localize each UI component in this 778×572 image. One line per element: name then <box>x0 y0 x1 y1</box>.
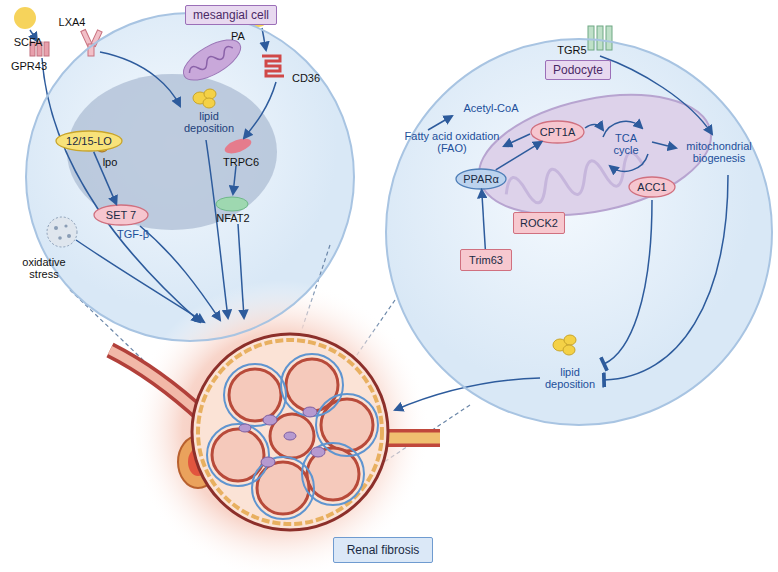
molecule-label: SCFA <box>8 36 48 48</box>
cell-title: Podocyte <box>545 60 611 80</box>
process-label: Fatty acid oxidation (FAO) <box>396 130 508 154</box>
pathway-arrow <box>482 190 486 249</box>
molecule-label: TGF-β <box>112 228 154 240</box>
cell-title: mesangial cell <box>185 5 277 25</box>
process-label: lipid deposition <box>178 110 240 134</box>
protein-label: TRPC6 <box>220 156 262 168</box>
enzyme-oval: SET 7 <box>93 204 149 226</box>
node-text: ROCK2 <box>520 217 558 229</box>
protein-box: Trim63 <box>460 249 512 271</box>
protein-oval: ACC1 <box>628 176 676 198</box>
process-label: mitochondrial biogenesis <box>676 140 762 164</box>
podocyte-illustration <box>468 26 722 355</box>
protein-oval: CPT1A <box>530 120 585 144</box>
molecule-label: PA <box>226 30 250 42</box>
protein-label: NFAT2 <box>212 212 254 224</box>
node-text: Renal fibrosis <box>347 543 420 557</box>
pathway-arrow <box>94 152 117 204</box>
glomerulus <box>110 280 440 572</box>
cell-circle: mesangial cell12/15-LOSET 7 <box>25 12 355 342</box>
process-label: oxidative stress <box>12 256 76 280</box>
process-label: TCA cycle <box>606 132 646 156</box>
pathway-arrow <box>496 142 542 170</box>
node-text: 12/15-LO <box>66 135 112 147</box>
molecule-label: LXA4 <box>54 16 90 28</box>
process-label: lipid deposition <box>540 366 600 390</box>
node-text: Trim63 <box>469 254 503 266</box>
cell-body <box>386 39 772 425</box>
receptor-label: GPR43 <box>6 60 52 72</box>
node-text: CPT1A <box>540 126 575 138</box>
mesangial-illustration <box>14 5 284 247</box>
receptor-label: TGR5 <box>555 44 589 56</box>
molecule-label: lpo <box>98 156 122 168</box>
cell-outline <box>25 12 355 342</box>
pathway-arrows <box>30 28 728 410</box>
protein-oval: PPARα <box>455 168 507 190</box>
enzyme-oval: 12/15-LO <box>55 130 123 152</box>
outcome-box: Renal fibrosis <box>333 537 433 563</box>
node-text: SET 7 <box>106 209 136 221</box>
node-text: ACC1 <box>637 181 666 193</box>
protein-box: ROCK2 <box>513 212 565 234</box>
molecule-label: Acetyl-CoA <box>456 102 526 114</box>
receptor-label: CD36 <box>288 72 324 84</box>
node-text: PPARα <box>463 173 499 185</box>
